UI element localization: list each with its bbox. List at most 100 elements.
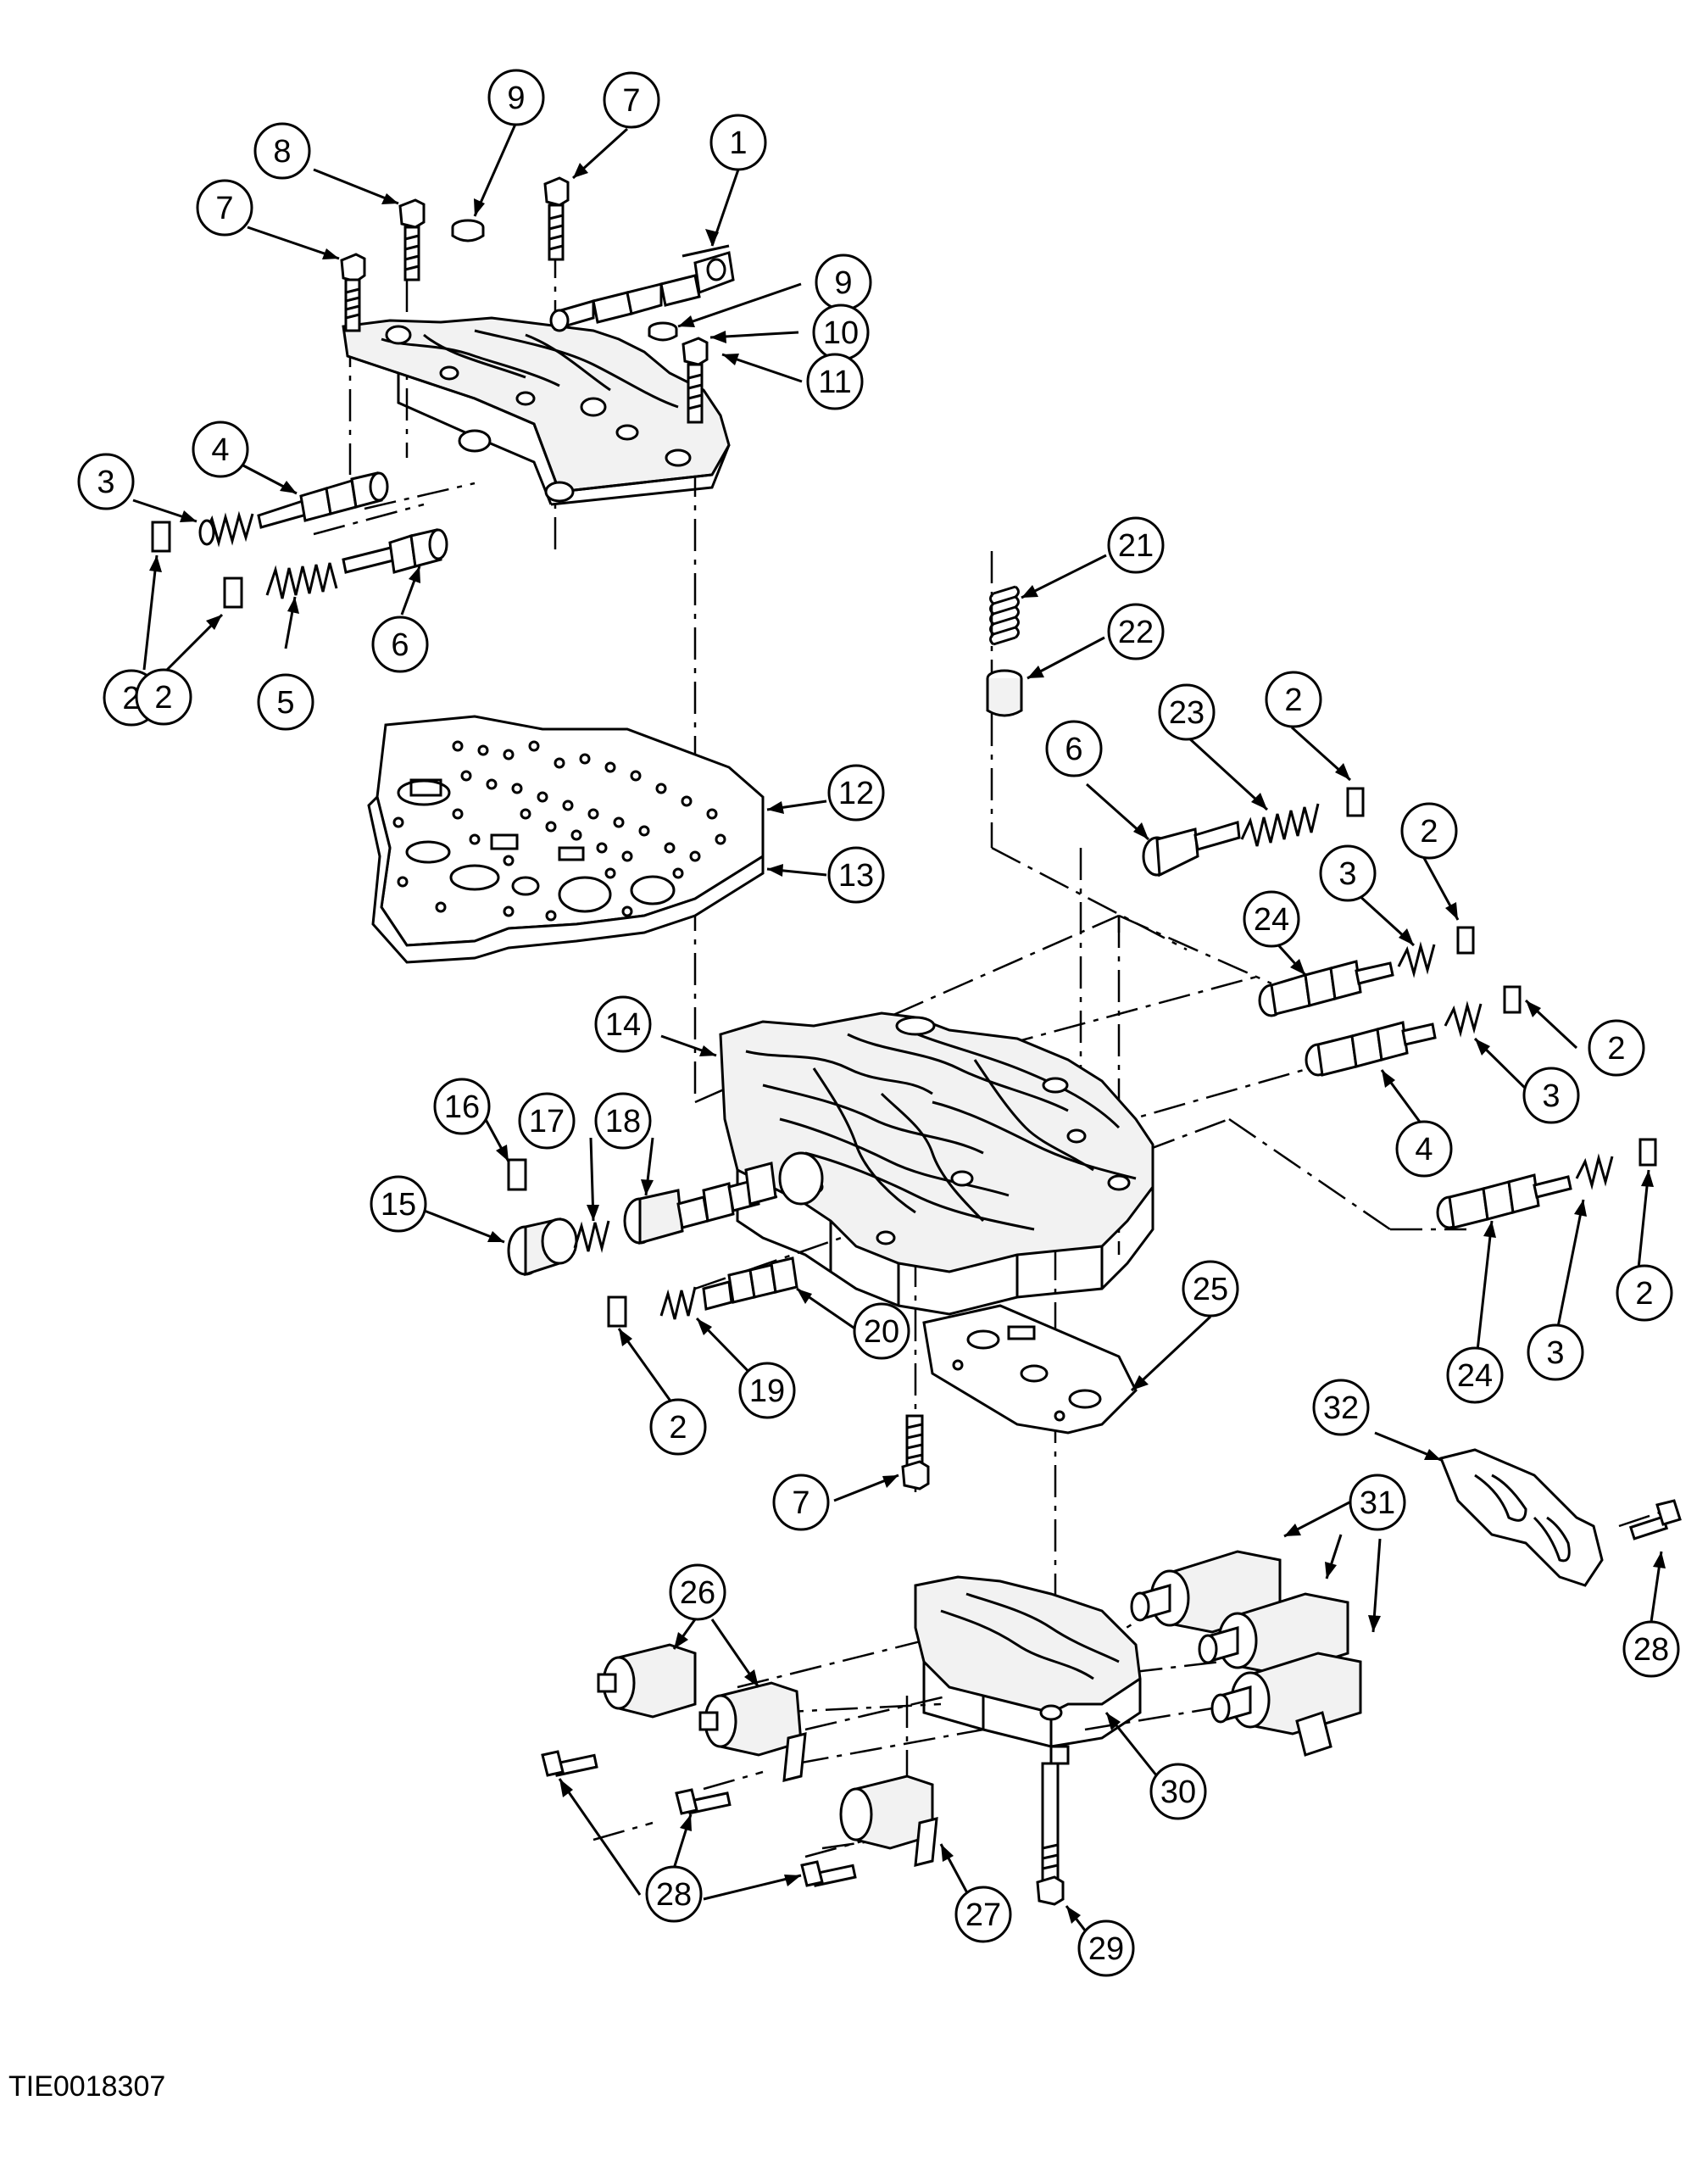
callout-circle xyxy=(1107,603,1165,660)
callout-c28a: 28 xyxy=(1622,1620,1680,1678)
callout-c25: 25 xyxy=(1182,1260,1239,1318)
callout-number: 2 xyxy=(669,1410,687,1446)
callout-number: 28 xyxy=(656,1877,692,1913)
callout-number: 2 xyxy=(1635,1276,1653,1312)
callout-c4b: 4 xyxy=(1395,1120,1453,1178)
upper-left-valves xyxy=(151,471,448,609)
right-upper-parts xyxy=(986,585,1657,1229)
callout-circle xyxy=(1312,1379,1370,1436)
callout-c24a: 24 xyxy=(1243,890,1300,948)
callout-number: 15 xyxy=(381,1187,416,1223)
callout-circle xyxy=(603,71,660,129)
callout-c5: 5 xyxy=(257,673,314,731)
callout-circle xyxy=(1243,890,1300,948)
callout-circle xyxy=(433,1078,491,1135)
callout-circle xyxy=(738,1362,796,1419)
callout-c18: 18 xyxy=(594,1092,652,1150)
callout-circle xyxy=(954,1886,1012,1943)
callout-c3d: 3 xyxy=(1527,1323,1584,1381)
callout-number: 2 xyxy=(154,680,172,716)
top-bolts xyxy=(340,176,709,424)
callout-c10: 10 xyxy=(812,304,870,361)
callout-circle xyxy=(1349,1474,1406,1531)
callout-number: 11 xyxy=(818,365,851,400)
callout-number: 3 xyxy=(97,465,114,500)
callout-c7a: 7 xyxy=(196,179,253,237)
callout-number: 3 xyxy=(1338,856,1356,892)
callout-number: 14 xyxy=(605,1007,641,1043)
callout-c2f: 2 xyxy=(649,1398,707,1456)
callout-c31: 31 xyxy=(1349,1474,1406,1531)
callout-c2b: 2 xyxy=(1265,671,1322,728)
callout-number: 16 xyxy=(444,1089,480,1125)
callout-c22: 22 xyxy=(1107,603,1165,660)
callout-number: 25 xyxy=(1193,1272,1228,1307)
callout-c9b: 9 xyxy=(815,254,872,311)
callout-circle xyxy=(257,673,314,731)
callout-number: 23 xyxy=(1169,695,1205,731)
callout-c13: 13 xyxy=(827,846,885,904)
callout-number: 2 xyxy=(1284,682,1302,718)
callout-c12: 12 xyxy=(827,764,885,822)
callout-number: 2 xyxy=(122,681,140,716)
callout-circle xyxy=(853,1302,910,1360)
callout-number: 29 xyxy=(1088,1931,1124,1967)
callout-number: 9 xyxy=(834,265,852,301)
callout-number: 32 xyxy=(1323,1390,1359,1426)
callout-c3b: 3 xyxy=(1319,844,1377,902)
callout-circle xyxy=(827,846,885,904)
callout-c2e: 2 xyxy=(1616,1264,1673,1322)
callout-c27: 27 xyxy=(954,1886,1012,1943)
callout-circle xyxy=(1182,1260,1239,1318)
callout-circle xyxy=(1522,1067,1580,1124)
callout-circle xyxy=(594,1092,652,1150)
callout-c7b: 7 xyxy=(603,71,660,129)
callout-number: 22 xyxy=(1118,615,1154,650)
callout-circle xyxy=(135,668,192,726)
manual-valve xyxy=(549,244,735,332)
callout-c17: 17 xyxy=(518,1092,576,1150)
callout-c24b: 24 xyxy=(1446,1346,1504,1404)
callout-number: 6 xyxy=(391,627,409,663)
callout-number: 6 xyxy=(1065,732,1082,767)
callout-circle xyxy=(196,179,253,237)
callout-c1: 1 xyxy=(709,114,767,171)
callout-c3a: 3 xyxy=(77,453,135,510)
callout-circle xyxy=(1045,720,1103,777)
callout-number: 5 xyxy=(276,685,294,721)
callout-circle xyxy=(594,995,652,1053)
callout-c29: 29 xyxy=(1077,1919,1135,1977)
callout-number: 2 xyxy=(1420,814,1438,850)
callout-circle xyxy=(192,421,249,478)
callout-circle xyxy=(1149,1763,1207,1820)
callout-c11: 11 xyxy=(806,353,864,410)
callout-c9a: 9 xyxy=(487,69,545,126)
callout-c23: 23 xyxy=(1158,683,1216,741)
callout-circle xyxy=(518,1092,576,1150)
callout-number: 19 xyxy=(749,1373,785,1409)
callout-c15: 15 xyxy=(370,1175,427,1233)
callout-number: 4 xyxy=(211,432,229,468)
callout-circle xyxy=(487,69,545,126)
callout-number: 7 xyxy=(215,191,233,226)
valve-body-passages xyxy=(745,1024,1137,1231)
separator-plate-holes xyxy=(392,740,726,922)
separator-plate-and-gaskets xyxy=(367,715,765,964)
callout-circle xyxy=(1446,1346,1504,1404)
callout-c3c: 3 xyxy=(1522,1067,1580,1124)
upper-valve-body xyxy=(342,316,731,506)
callout-circle xyxy=(1077,1919,1135,1977)
callout-number: 3 xyxy=(1546,1335,1564,1371)
callout-number: 13 xyxy=(838,858,874,894)
callout-number: 30 xyxy=(1160,1774,1196,1810)
callout-circle xyxy=(709,114,767,171)
callout-number: 9 xyxy=(507,81,525,116)
callout-circle xyxy=(1107,516,1165,574)
callout-c6b: 6 xyxy=(1045,720,1103,777)
callout-circle xyxy=(669,1563,726,1621)
left-middle-parts xyxy=(507,1158,1138,1490)
callout-c20: 20 xyxy=(853,1302,910,1360)
callout-c8: 8 xyxy=(253,122,311,180)
callout-number: 31 xyxy=(1360,1485,1395,1521)
